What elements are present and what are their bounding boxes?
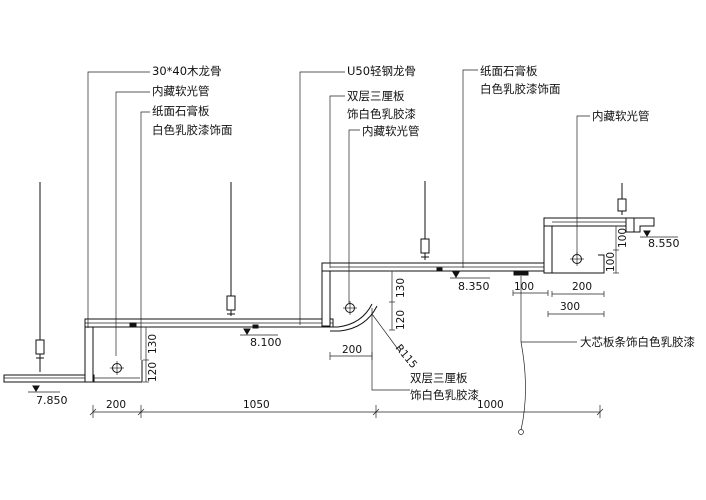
elevation-marks: 7.850 8.100 8.350 8.550 [28, 230, 680, 407]
elevation-triangle-icon [452, 271, 460, 278]
wood-keel-block [129, 322, 137, 327]
label-plywood-top-line1: 双层三厘板 [347, 89, 405, 103]
riser-2 [321, 267, 331, 327]
dim-step3-300: 300 [560, 301, 580, 313]
label-wood-keel: 30*40木龙骨 [152, 64, 222, 78]
dim-step3-100b: 100 [617, 228, 629, 248]
label-blockboard: 大芯板条饰白色乳胶漆 [580, 335, 695, 349]
ceiling-profile [3, 217, 655, 383]
dim-step1-120: 120 [147, 362, 159, 382]
elevation-triangle-icon [32, 385, 40, 392]
dim-step1-130: 130 [147, 334, 159, 354]
elevation-8350: 8.350 [458, 280, 490, 293]
label-gypsum-1-line1: 纸面石膏板 [152, 104, 210, 118]
dim-step2-130: 130 [395, 278, 407, 298]
hanger-rods [35, 181, 627, 372]
dim-groove-100: 100 [514, 281, 534, 293]
label-plywood-bottom-line1: 双层三厘板 [410, 371, 468, 385]
label-gypsum-2-line1: 纸面石膏板 [480, 64, 538, 78]
curved-cove [330, 303, 373, 328]
label-plywood-bottom-line2: 饰白色乳胶漆 [410, 388, 479, 402]
elevation-7850: 7.850 [36, 394, 68, 407]
dim-bottom-1050: 1050 [243, 399, 270, 411]
dim-bottom-200: 200 [106, 399, 126, 411]
elevation-8100: 8.100 [250, 336, 282, 349]
dim-curve-200: 200 [342, 344, 362, 356]
riser-1 [84, 325, 94, 383]
dim-step3-200: 200 [572, 281, 592, 293]
label-light-tube-2: 内藏软光管 [362, 124, 420, 138]
leader-lines [87, 69, 590, 435]
label-gypsum-2-line2: 白色乳胶漆饰面 [480, 82, 561, 96]
blockboard-strip [513, 270, 529, 276]
dim-step2-120: 120 [395, 310, 407, 330]
elevation-triangle-icon [243, 328, 251, 335]
label-plywood-top-line2: 饰白色乳胶漆 [347, 107, 416, 121]
label-steel-keel: U50轻钢龙骨 [347, 64, 416, 78]
elevation-triangle-icon [643, 230, 651, 237]
label-gypsum-1-line2: 白色乳胶漆饰面 [152, 123, 233, 137]
board-level-1 [3, 374, 95, 383]
callout-labels: 30*40木龙骨 内藏软光管 纸面石膏板 白色乳胶漆饰面 U50轻钢龙骨 双层三… [152, 64, 695, 402]
label-light-tube-1: 内藏软光管 [152, 84, 210, 98]
label-light-tube-3: 内藏软光管 [592, 109, 650, 123]
steel-keel-block [252, 324, 259, 329]
elevation-8550: 8.550 [648, 237, 680, 250]
dim-radius-r115: R115 [393, 342, 420, 371]
dim-bottom-1000: 1000 [477, 399, 504, 411]
dim-step3-100a: 100 [605, 252, 617, 272]
